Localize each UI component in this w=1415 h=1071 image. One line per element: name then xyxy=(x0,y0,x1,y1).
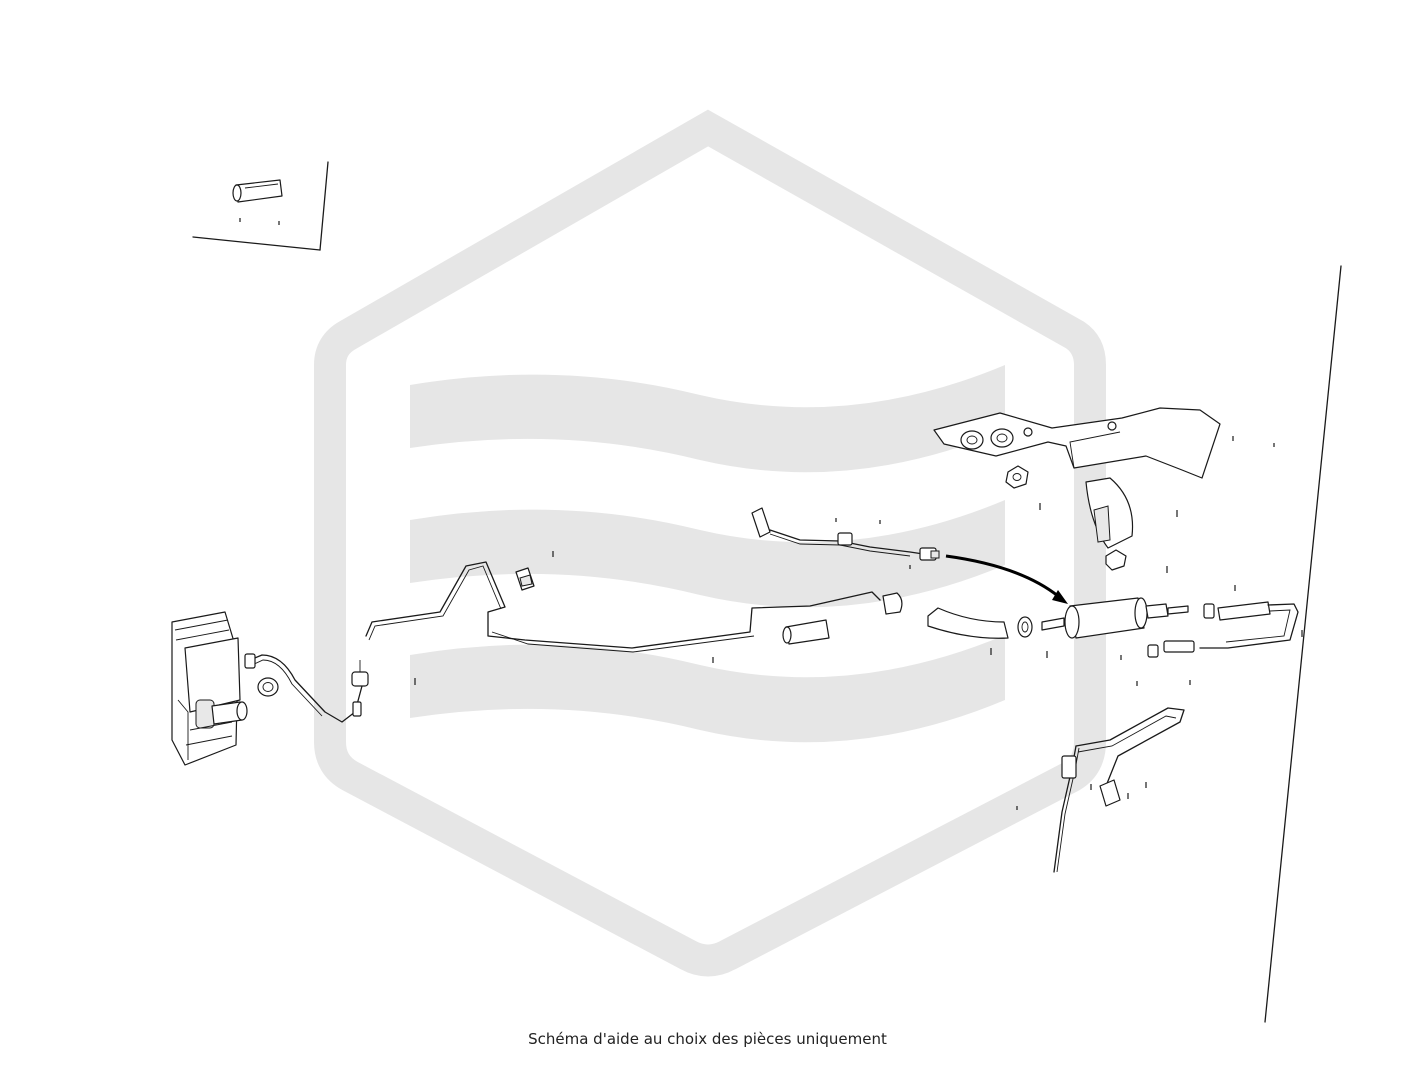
grommet-part[interactable] xyxy=(257,677,279,697)
clip-part-upper[interactable] xyxy=(515,567,535,591)
metal-fuel-line[interactable] xyxy=(365,561,881,653)
fuel-connector-part[interactable] xyxy=(351,660,369,687)
wiring-harness[interactable] xyxy=(751,507,940,561)
section-divider xyxy=(1264,265,1342,1023)
fuel-pump[interactable] xyxy=(1041,597,1189,639)
holder-nut-part[interactable] xyxy=(1105,549,1127,571)
diagram-caption: Schéma d'aide au choix des pièces unique… xyxy=(528,1030,887,1048)
curved-hose-part[interactable] xyxy=(927,607,1009,639)
rubber-sleeve-part[interactable] xyxy=(782,619,830,645)
heater-unit[interactable] xyxy=(171,611,248,766)
connection-arrow xyxy=(945,554,1068,604)
pump-nut-part[interactable] xyxy=(1017,616,1033,638)
outlet-pipe[interactable] xyxy=(1147,601,1299,658)
return-pipe[interactable] xyxy=(1053,707,1185,873)
bracket-nut-part[interactable] xyxy=(1005,465,1029,489)
inset-frame xyxy=(192,161,329,251)
heater-fuel-line[interactable] xyxy=(244,653,363,723)
reference-marks xyxy=(414,436,1303,810)
mounting-bracket[interactable] xyxy=(933,407,1221,479)
sleeve-part[interactable] xyxy=(232,179,283,203)
clamp-part[interactable] xyxy=(882,592,903,615)
watermark-logo xyxy=(314,109,1106,977)
pump-holder-part[interactable] xyxy=(1085,477,1134,549)
